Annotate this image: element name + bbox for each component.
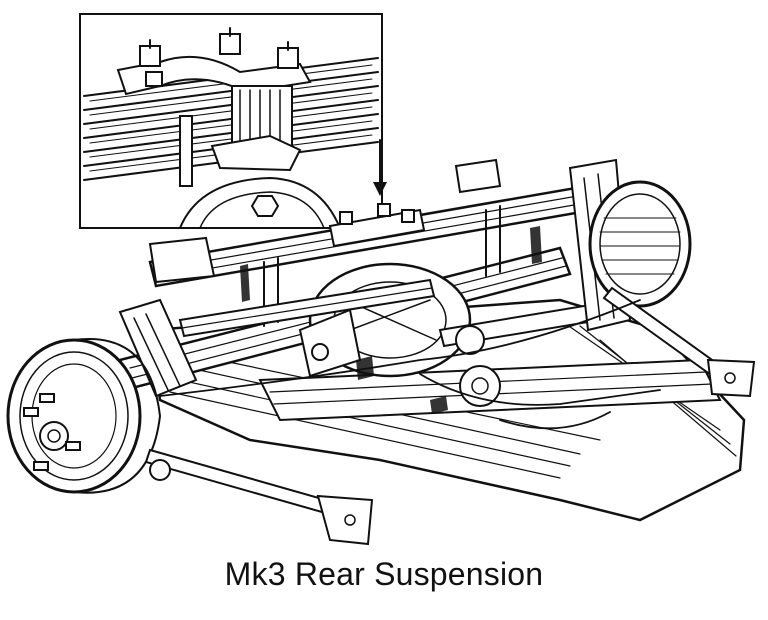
brake-lines bbox=[159, 299, 661, 430]
radius-arm-right bbox=[602, 286, 756, 398]
figure-caption: Mk3 Rear Suspension bbox=[224, 556, 544, 592]
detail-inset bbox=[79, 13, 383, 229]
rear-suspension-illustration bbox=[6, 13, 756, 546]
spring-hanger-left bbox=[118, 236, 216, 398]
brake-drum-right bbox=[588, 180, 692, 308]
differential bbox=[298, 262, 472, 378]
brake-drum-left bbox=[6, 338, 161, 494]
shading bbox=[240, 226, 542, 414]
radius-arm-left bbox=[144, 448, 374, 546]
leaf-spring-lower bbox=[178, 278, 436, 338]
pointer-arrow bbox=[373, 139, 387, 196]
